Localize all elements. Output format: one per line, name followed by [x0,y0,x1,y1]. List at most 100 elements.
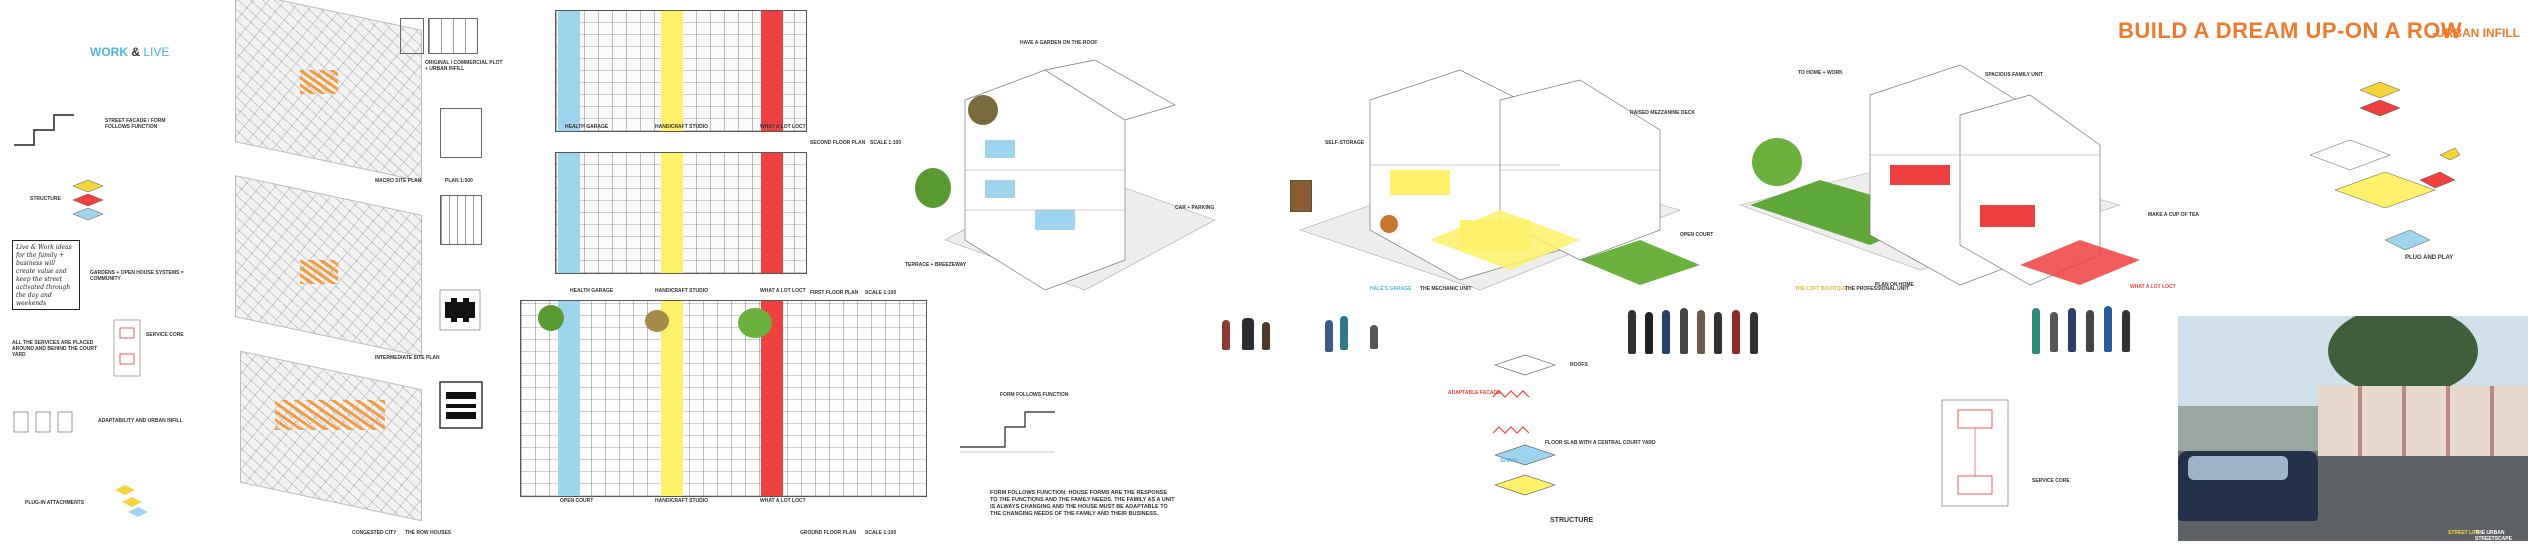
adaptability-diagram [13,411,73,433]
person [2122,310,2130,352]
plug-play-label: PLUG AND PLAY [2405,255,2454,261]
thumb-elevation-1 [400,18,424,54]
structure-label-facade: ADAPTABLE FACADE [1448,390,1501,396]
roof-garden-axo-1 [968,95,998,125]
service-core-diagram [113,319,141,377]
service-core-plan [1941,399,2009,507]
structure-label-spiral: SPIRAL [1500,458,1519,464]
thumb-plan [440,195,482,245]
page-subtitle: -URBAN INFILL [2432,26,2520,40]
tree-ground-plan-2 [738,308,772,338]
second-floor-label: SECOND FLOOR PLAN [810,140,866,146]
page-title: BUILD A DREAM UP-ON A ROW [2118,18,2463,43]
first-floor-scale: SCALE 1:100 [865,290,897,296]
ground-floor-label: GROUND FLOOR PLAN [800,530,857,536]
macro-plan-note: PLAN 1:500 [445,178,473,184]
first-floor-plan [555,152,807,274]
unit-c-label: WHAT A LOT LOCT [760,124,806,130]
work-live-heading: WORK & LIVE [90,45,169,59]
note-box: Live & Work ideas for the family + busin… [12,240,80,310]
person [2032,308,2040,354]
unit-1-title: HALE'S GARAGE [1370,286,1412,292]
planter-axo-2 [1380,215,1398,233]
plug-in-label: PLUG-IN ATTACHMENTS [25,500,85,506]
micro-plan-label: CONGESTED CITY [352,530,397,536]
tree-axo-1 [915,168,951,208]
person [1750,312,1758,354]
axo-label-terrace: TERRACE + BREEZEWAY [905,262,967,268]
person [1645,312,1653,354]
axo-label-loct: WHAT A LOT LOCT [2130,284,2176,290]
photo-car-window [2188,456,2288,480]
structure-label: STRUCTURE [30,196,61,202]
service-core-label-right: SERVICE CORE [2032,478,2070,484]
second-floor-unit-yellow [661,11,683,131]
person [1222,320,1230,350]
garden-shed [1290,180,1312,212]
person [1697,310,1705,354]
ground-floor-unit-red [761,301,783,496]
section-diagram [960,411,1055,453]
person [1242,318,1254,350]
person [1370,325,1378,349]
axo-label-open-court: OPEN COURT [1680,232,1714,238]
structure-exploded-diagram [1492,354,1556,496]
micro-site-map [240,350,422,522]
service-core-label-left: SERVICE CORE [146,332,184,338]
axo-label-home-work: TO HOME + WORK [1798,70,1843,76]
axo-label-plan-home: PLAN ON HOME [1875,282,1914,288]
thumb-row-plan [439,381,483,429]
person [1662,310,1670,354]
structure-label-slab: FLOOR SLAB WITH A CENTRAL COURT YARD [1545,440,1656,446]
unit-1-subtitle: THE MECHANIC UNIT [1420,286,1472,292]
macro-highlight [300,70,338,94]
first-floor-unit-blue [558,153,580,273]
garden-community-label: GARDENS + OPEN HOUSE SYSTEMS = COMMUNITY [90,270,184,282]
structure-label-main: STRUCTURE [1550,517,1594,524]
second-floor-plan [555,10,807,132]
first-floor-unit-yellow [661,153,683,273]
thumb-elevation-2 [428,18,478,54]
second-floor-unit-blue [558,11,580,131]
unit-a-label: HEALTH GARAGE [565,124,609,130]
street-caption: STREET LIFE [2448,530,2480,536]
thumb-figure-ground [439,289,481,331]
live-label: LIVE [143,45,170,59]
note-box-text: Live & Work ideas for the family + busin… [16,244,72,307]
all-services-label: ALL THE SERVICES ARE PLACED AROUND AND B… [12,340,98,358]
intermediate-highlight [300,260,338,284]
adaptability-label: ADAPTABILITY AND URBAN INFILL [98,418,183,424]
axonometric-house-3 [1738,64,2140,286]
axo-label-mezzanine: RAISED MEZZANINE DECK [1630,110,1696,116]
person [2086,310,2094,352]
axo-label-self-storage: SELF-STORAGE [1325,140,1365,146]
unit-2-title: THE LOFT BOUTIQUE [1795,286,1848,292]
street-caption-2: THE URBAN STREETSCAPE [2475,530,2512,542]
second-floor-unit-red [761,11,783,131]
first-floor-label: FIRST FLOOR PLAN [810,290,859,296]
unit-b-label: HANDICRAFT STUDIO [655,124,709,130]
person [1262,322,1270,350]
plug-in-diagram [115,485,148,517]
street-photo [2178,316,2528,541]
unit-c-label-3: WHAT A LOT LOCT [760,498,806,504]
axo-label-tea: MAKE A CUP OF TEA [2148,212,2199,218]
tree-ground-plan-3 [645,310,669,332]
ground-floor-unit-blue [558,301,580,496]
second-floor-scale: SCALE 1:100 [870,140,902,146]
photo-row-houses [2318,386,2528,456]
structure-label-roofs: ROOFS [1570,362,1588,368]
unit-b-label-2: HANDICRAFT STUDIO [655,288,709,294]
tree-ground-plan-1 [538,305,564,331]
plug-play-diagram [2309,81,2461,251]
person [1340,316,1348,350]
unit-2-subtitle: THE PROFESSIONAL UNIT [1845,286,1909,292]
work-label: WORK [90,45,128,59]
section-paragraph: FORM FOLLOWS FUNCTION: HOUSE FORMS ARE T… [990,490,1175,517]
axonometric-house-2 [1299,69,1700,291]
ground-floor-plan [520,300,927,497]
exploded-structure-diagram [72,179,104,221]
person [1714,312,1722,354]
ground-floor-unit-yellow [661,301,683,496]
photo-tree [2328,316,2478,396]
